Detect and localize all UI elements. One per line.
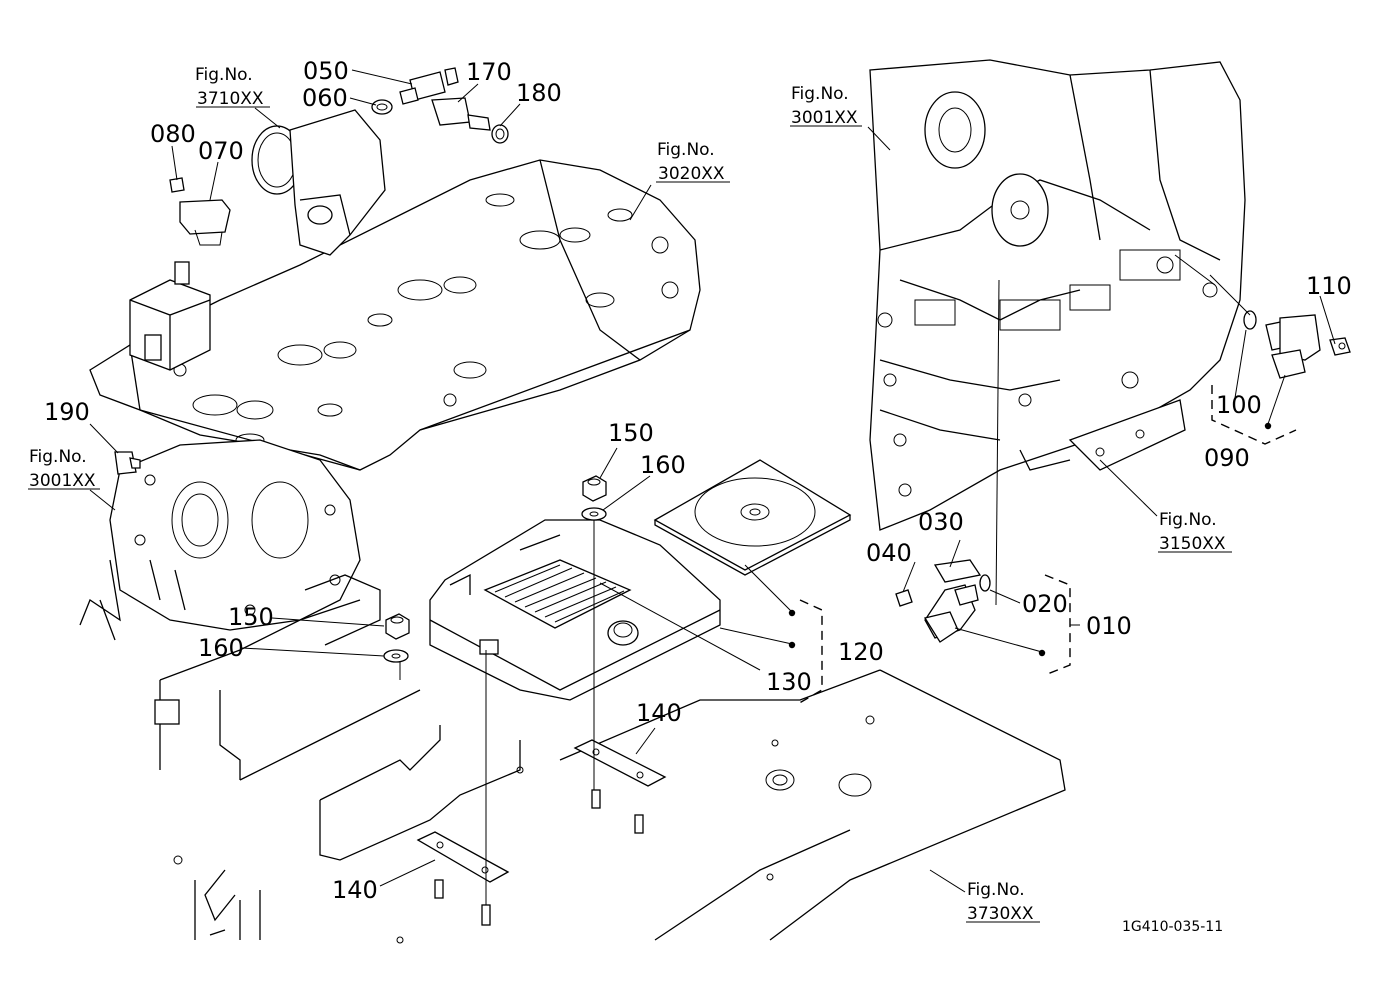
figref-3001-left-label: Fig.No. [29, 447, 87, 467]
ecu-unit-drawing [429, 519, 721, 701]
part-label-020: 020 [1022, 590, 1068, 618]
figref-underlines [28, 106, 1232, 923]
cd-case-drawing [653, 459, 852, 576]
figref-3150-number: 3150XX [1159, 534, 1226, 554]
part-label-030: 030 [918, 508, 964, 536]
part-label-040: 040 [866, 539, 912, 567]
part-label-120: 120 [838, 638, 884, 666]
thermostat-housing-drawing [251, 109, 386, 256]
figref-3710-label: Fig.No. [195, 65, 253, 85]
figref-3020-label: Fig.No. [657, 140, 715, 160]
part-label-080: 080 [150, 120, 196, 148]
part-label-150-upper: 150 [608, 419, 654, 447]
part-label-140-upper: 140 [636, 699, 682, 727]
sensor-190-drawing [114, 451, 141, 475]
figref-3001-left-number: 3001XX [29, 471, 96, 491]
drawing-code: 1G410-035-11 [1122, 919, 1223, 935]
part-label-090: 090 [1204, 444, 1250, 472]
frame-base-drawing [154, 574, 1066, 944]
part-label-010: 010 [1086, 612, 1132, 640]
part-labels: 050 060 170 180 080 070 190 150 160 150 … [44, 57, 1352, 904]
figref-3730-number: 3730XX [967, 904, 1034, 924]
figref-3001-right-label: Fig.No. [791, 84, 849, 104]
part-label-180: 180 [516, 79, 562, 107]
group-brackets [788, 385, 1297, 706]
part-label-060: 060 [302, 84, 348, 112]
part-label-190: 190 [44, 398, 90, 426]
cylinder-head-drawing [89, 159, 701, 471]
figure-references: Fig.No. 3710XX Fig.No. 3020XX Fig.No. 30… [29, 65, 1226, 924]
figref-3730-label: Fig.No. [967, 880, 1025, 900]
figref-3020-number: 3020XX [658, 164, 725, 184]
figref-3710-number: 3710XX [197, 89, 264, 109]
part-label-170: 170 [466, 58, 512, 86]
part-label-130: 130 [766, 668, 812, 696]
leader-lines [89, 69, 1336, 905]
part-label-160-lower: 160 [198, 634, 244, 662]
figref-3001-right-number: 3001XX [791, 108, 858, 128]
engine-block-drawing [869, 59, 1246, 531]
head-gasket-drawing [79, 439, 361, 641]
part-label-050: 050 [303, 57, 349, 85]
part-label-140-lower: 140 [332, 876, 378, 904]
part-label-110: 110 [1306, 272, 1352, 300]
figref-3150-label: Fig.No. [1159, 510, 1217, 530]
sensor-090-drawing [1174, 254, 1351, 379]
part-label-070: 070 [198, 137, 244, 165]
part-label-150-lower: 150 [228, 603, 274, 631]
nuts-washers-drawing [383, 475, 607, 663]
bracket-140-drawing [416, 739, 667, 926]
sensor-010-drawing [895, 559, 991, 643]
part-label-160-upper: 160 [640, 451, 686, 479]
part-label-100: 100 [1216, 391, 1262, 419]
small-sensors-drawing [169, 67, 509, 246]
